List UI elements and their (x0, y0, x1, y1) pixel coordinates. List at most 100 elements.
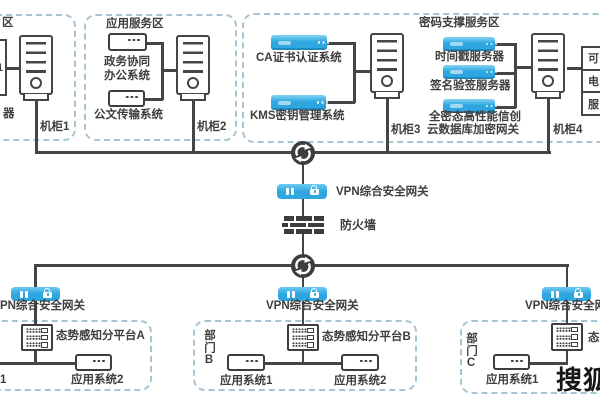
platform-a-label: 态势感知分平台A (56, 330, 145, 342)
lock-icon (43, 287, 52, 298)
connector-line (163, 69, 177, 72)
connector-line (353, 42, 356, 103)
appliance-icon (341, 354, 379, 371)
kms-system-label: KMS密钥管理系统 (250, 110, 345, 122)
server-label-partial: 器 (3, 108, 15, 120)
connector-line (144, 98, 163, 101)
platform-b-label: 态势感知分平台B (322, 331, 411, 343)
connector-line (301, 198, 305, 219)
vpn-c-label: VPN综合安全网 (525, 300, 600, 312)
zone-app-service (84, 14, 237, 141)
cabinet3-label: 机柜3 (391, 124, 421, 136)
partial-box-char: 1 (0, 41, 5, 94)
zone-left-partial (0, 14, 76, 141)
lock-icon (310, 184, 319, 195)
pause-bars-icon (286, 187, 289, 195)
vpn-gateway-branch-a (11, 287, 60, 301)
appliance-icon (108, 90, 145, 107)
db-gateway-label-line1: 全密态高性能信创 (429, 111, 521, 123)
connector-line (264, 362, 344, 365)
connector-line (301, 300, 305, 326)
connector-line (35, 99, 38, 152)
pause-bars-icon (20, 290, 23, 298)
vpn-gateway-branch-b (278, 287, 327, 301)
connector-line (301, 350, 305, 364)
timestamp-appliance-icon (443, 37, 495, 51)
connector-line (146, 42, 163, 45)
dept-c-label: 部门C (465, 332, 477, 370)
ca-system-label: CA证书认证系统 (256, 52, 342, 64)
pause-bars-icon (551, 290, 554, 298)
tower-server-icon (19, 35, 53, 101)
rack-server-icon (551, 323, 583, 351)
connector-line (565, 350, 569, 364)
connector-line (0, 362, 78, 365)
pause-bars-icon (287, 290, 290, 298)
lock-icon (310, 287, 319, 298)
cabinet2-label: 机柜2 (197, 121, 227, 133)
zone-crypto-label: 密码支撑服务区 (419, 17, 500, 29)
app-b2-label: 应用系统2 (334, 375, 387, 387)
partial-box-left: 1 (0, 39, 7, 96)
connector-line (34, 350, 37, 364)
firewall-icon (282, 216, 324, 234)
connector-line (161, 42, 164, 100)
partial-box-right: 可 电 服 (581, 46, 600, 116)
connector-line (34, 266, 37, 289)
tower-server-icon (531, 33, 565, 99)
connector-line (516, 66, 533, 69)
partial-cell: 可 (583, 48, 600, 71)
connector-line (567, 67, 583, 70)
oa-system-label-line1: 政务协同 (104, 56, 150, 68)
connector-line (494, 106, 516, 109)
app-a1-label-partial: 1 (0, 374, 7, 386)
timestamp-server-label: 时间戳服务器 (435, 51, 504, 63)
appliance-icon (108, 33, 147, 51)
dept-b-label: 部门B (203, 329, 215, 367)
vpn-gateway-branch-c (542, 287, 591, 301)
rack-server-icon (287, 324, 319, 351)
platform-c-label-partial: 态 (588, 332, 600, 344)
appliance-icon (227, 354, 265, 371)
appliance-icon (493, 354, 530, 370)
connector-line (565, 266, 569, 289)
connector-line (514, 43, 517, 108)
partial-cell: 服 (588, 98, 599, 111)
db-gateway-label-line2: 云数据库加密网关 (427, 124, 519, 136)
lock-icon (574, 287, 583, 298)
partial-cell: 电 (583, 71, 600, 94)
zone-crypto-support (242, 13, 600, 143)
rack-server-icon (21, 324, 53, 351)
doc-system-label: 公文传输系统 (94, 109, 163, 121)
connector-line (565, 300, 569, 324)
connector-line (494, 72, 516, 75)
db-gateway-appliance-icon (443, 99, 495, 113)
zone-left-label: 区 (2, 17, 14, 29)
watermark-text: 搜狐 (556, 365, 600, 395)
oa-system-label-line2: 办公系统 (104, 70, 150, 82)
connector-line (547, 96, 550, 152)
ca-appliance-icon (271, 35, 327, 50)
connector-line (355, 70, 372, 73)
zone-branch-a (0, 320, 152, 391)
appliance-icon (75, 354, 112, 371)
tower-server-icon (370, 33, 404, 99)
zone-branch-b (193, 320, 417, 391)
app-a2-label: 应用系统2 (71, 374, 124, 386)
connector-line (529, 362, 568, 365)
connector-line (324, 101, 355, 104)
kms-appliance-icon (271, 95, 326, 110)
connector-line (192, 99, 195, 152)
sign-server-label: 签名验签服务器 (430, 80, 511, 92)
connector-line (326, 42, 355, 45)
connector-line (301, 162, 305, 188)
firewall-label: 防火墙 (340, 218, 377, 232)
connector-line (494, 43, 516, 46)
tower-server-icon (176, 35, 210, 101)
zone-app-label: 应用服务区 (106, 18, 164, 30)
router-icon (291, 254, 315, 278)
vpn-b-label: VPN综合安全网关 (266, 300, 359, 312)
connector-line (301, 233, 305, 257)
vpn-a-label: PN综合安全网关 (0, 300, 85, 312)
